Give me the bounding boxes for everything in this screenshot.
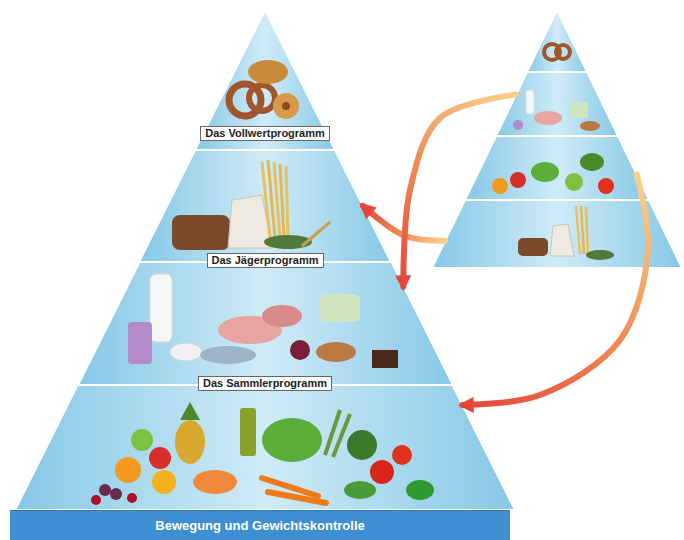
orange — [492, 178, 508, 194]
cherry — [127, 493, 137, 503]
cheese-box — [320, 294, 360, 322]
tier-fill — [78, 262, 453, 385]
tier-heading: Das Sammlerprogramm — [198, 376, 332, 391]
lettuce — [531, 162, 559, 182]
tomato — [370, 460, 394, 484]
pyramid-tier — [432, 200, 682, 268]
croissant — [248, 60, 288, 84]
lettuce — [262, 418, 322, 462]
orange — [115, 457, 141, 483]
donut-hole — [282, 102, 290, 110]
nuts — [580, 121, 600, 131]
base-bar: Bewegung und Gewichtskontrolle — [10, 510, 510, 540]
pepper — [406, 480, 434, 500]
apple — [131, 429, 153, 451]
leafy-greens — [344, 481, 376, 499]
tier-shape — [78, 262, 453, 385]
chocolate — [372, 350, 398, 368]
pyramid-tier: Das Sammlerprogramm — [15, 385, 515, 510]
smoothie — [513, 120, 523, 130]
pyramid-tier: Das Jägerprogramm — [78, 262, 453, 385]
nuts — [316, 342, 356, 362]
broccoli — [347, 430, 377, 460]
tier-fill — [527, 10, 587, 72]
tomato — [392, 445, 412, 465]
tier-shape — [432, 200, 682, 268]
apple — [565, 173, 583, 191]
oil-bottle — [240, 408, 256, 456]
pineapple — [175, 420, 205, 464]
herbs — [586, 250, 614, 260]
yogurt — [170, 343, 202, 361]
tier-fill — [465, 136, 649, 200]
cheese-box — [570, 102, 588, 118]
tier-fill — [15, 385, 515, 510]
spaghetti — [286, 166, 288, 238]
pyramid-tier — [496, 72, 618, 136]
grape — [99, 484, 111, 496]
tier-heading: Das Vollwertprogramm — [200, 126, 330, 141]
tier-fill — [195, 10, 335, 150]
tier-fill — [496, 72, 618, 136]
tier-fill — [139, 150, 391, 262]
cherry — [91, 495, 101, 505]
smoothie — [128, 322, 152, 364]
pyramid-tier — [465, 136, 649, 200]
beetroot — [290, 340, 310, 360]
meat — [262, 305, 302, 327]
tier-shape — [527, 10, 587, 72]
tomato — [598, 178, 614, 194]
tier-heading: Das Jägerprogramm — [207, 253, 324, 268]
pyramid-tier — [527, 10, 587, 72]
milk-bottle — [150, 274, 172, 342]
tier-fill — [432, 200, 682, 268]
orange — [152, 470, 176, 494]
meat — [534, 111, 562, 125]
tier-shape — [139, 150, 391, 262]
milk-bottle — [526, 90, 534, 114]
papaya — [193, 470, 237, 494]
tier-shape — [465, 136, 649, 200]
tier-shape — [496, 72, 618, 136]
fish — [200, 346, 256, 364]
donut — [273, 93, 299, 119]
tier-shape — [15, 385, 515, 510]
leafy-greens — [580, 153, 604, 171]
bar-label: Bewegung und Gewichtskontrolle — [155, 518, 364, 534]
bread — [518, 238, 548, 256]
apple — [149, 447, 171, 469]
apple — [510, 172, 526, 188]
pyramid-tier: Das Vollwertprogramm — [139, 150, 391, 262]
grape — [110, 488, 122, 500]
bread — [172, 215, 230, 250]
